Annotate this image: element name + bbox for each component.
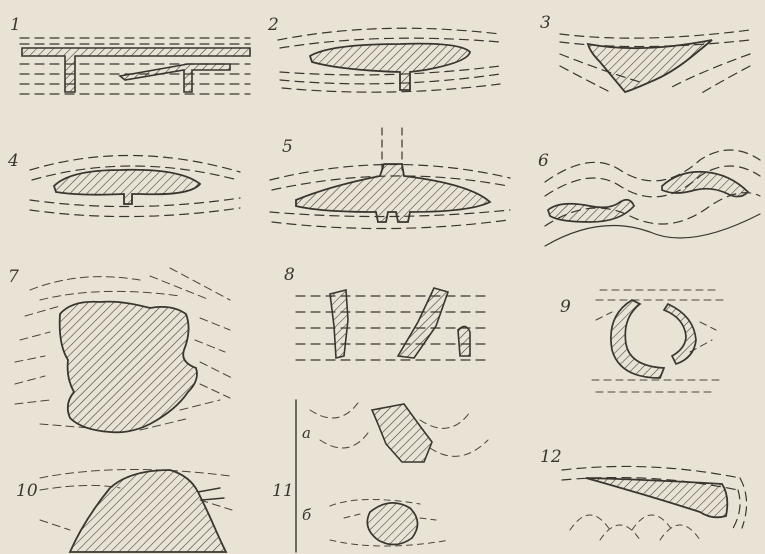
panel-4-laccolith-feeder (30, 155, 240, 216)
panel-12-folded-sill (562, 466, 747, 540)
sub-label-a: а (302, 424, 311, 442)
sub-label-b: б (302, 506, 312, 524)
panel-5-dike-sill (270, 128, 510, 229)
panel-label-8: 8 (284, 265, 295, 285)
panel-10-batholith-top (40, 469, 232, 552)
panel-label-7: 7 (8, 267, 19, 287)
panel-6-phacoliths (545, 150, 760, 246)
panel-label-12: 12 (540, 447, 562, 467)
panel-label-10: 10 (16, 481, 38, 501)
panel-label-6: 6 (538, 151, 549, 171)
panel-7-batholith (15, 268, 232, 432)
panel-8-dikes (296, 288, 490, 360)
panel-1-sill (20, 38, 250, 94)
panel-9-ring-dike (592, 290, 728, 392)
panel-2-laccolith (278, 28, 500, 92)
panel-label-1: 1 (10, 15, 21, 35)
panel-label-5: 5 (282, 137, 293, 157)
panel-label-11: 11 (272, 481, 294, 501)
panel-3-lopolith (560, 30, 750, 94)
panel-label-2: 2 (267, 15, 279, 35)
panel-label-4: 4 (7, 151, 19, 171)
panel-11-dikes (296, 400, 488, 552)
panel-label-9: 9 (560, 297, 571, 317)
panel-label-3: 3 (540, 13, 551, 33)
